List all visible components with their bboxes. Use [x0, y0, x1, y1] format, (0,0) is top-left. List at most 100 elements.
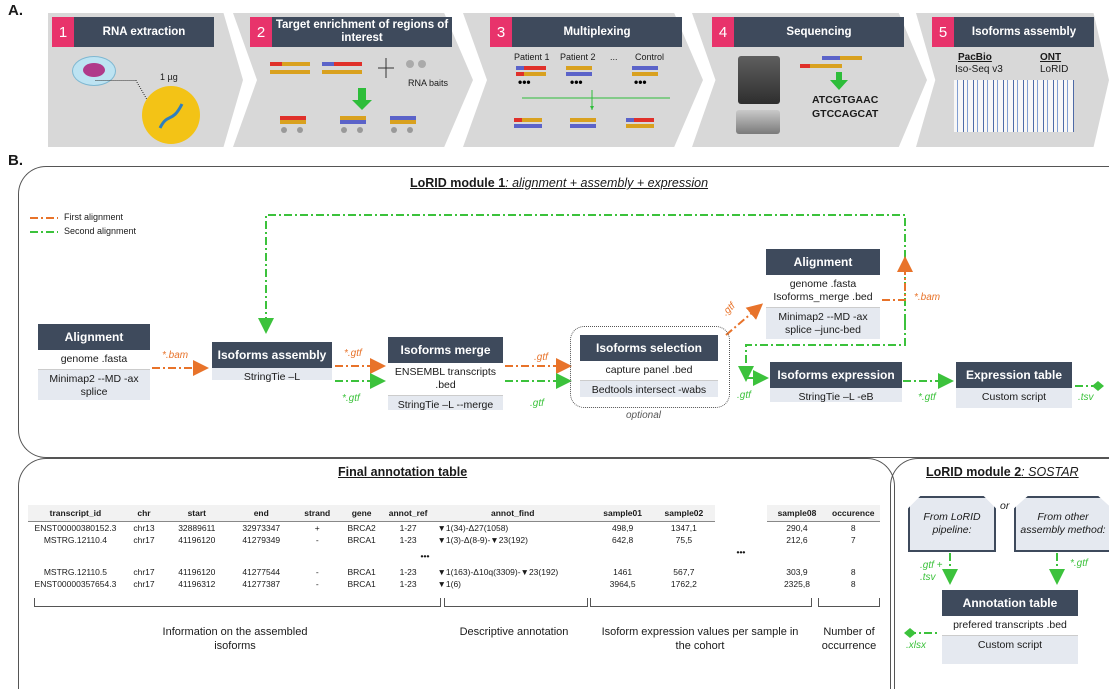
cell: -: [315, 567, 319, 577]
petri-dish-icon: [72, 56, 116, 86]
cell: 303,9: [786, 567, 808, 577]
cell: 1461: [613, 567, 633, 577]
row-ellipsis: •••: [420, 551, 430, 561]
module-1-panel: [18, 166, 1109, 458]
col-sample08: sample08: [767, 505, 827, 522]
col-ellipsis: •••: [736, 547, 746, 557]
col-chr: chr: [122, 505, 166, 522]
section-b-label: B.: [8, 152, 23, 169]
cell: 7: [850, 535, 856, 545]
col-sample02: sample02: [653, 505, 715, 522]
table-row: MSTRG.12110.5 chr17 41196120 41277544 - BRCA1…: [28, 566, 880, 578]
cell: 2325,8: [783, 579, 810, 589]
cell: 498,9: [611, 523, 634, 533]
label-tsv: .tsv: [1078, 392, 1094, 403]
cell: BRCA1: [347, 567, 376, 577]
brace-info: [34, 598, 441, 607]
cell: 41279349: [242, 535, 281, 545]
brace-expression: [590, 598, 812, 607]
expression-table-header: Expression table: [956, 362, 1072, 388]
label-gtf-green-2: .gtf: [530, 398, 544, 409]
col-annot-find: annot_find: [433, 505, 592, 522]
selection-optional-frame: [570, 326, 730, 408]
alignment-1-input: genome .fasta: [38, 350, 150, 370]
cell: 1-23: [399, 535, 417, 545]
isoforms-selection-header: Isoforms selection: [580, 335, 718, 361]
annotation-data-table: transcript_id chr start end strand gene …: [28, 505, 880, 590]
sequence-2: GTCCAGCAT: [812, 108, 879, 120]
module-2-panel: [890, 458, 1109, 689]
rna-tube-icon: [142, 86, 200, 144]
alignment-2-box: Alignment genome .fasta Isoforms_merge .…: [766, 249, 880, 339]
cell: 41196120: [178, 567, 216, 577]
rna-amount: 1 µg: [160, 72, 178, 82]
caption-info: Information on the assembled isoforms: [162, 626, 308, 652]
module-1-title: LoRID module 1: alignment + assembly + e…: [410, 176, 709, 190]
cell: ENST00000380152.3: [34, 523, 117, 533]
legend-second: Second alignment: [64, 226, 137, 236]
optional-label: optional: [626, 410, 662, 421]
cell: 1347,1: [670, 523, 697, 533]
cell: MSTRG.12110.5: [43, 567, 107, 577]
step-2-title: Target enrichment of regions of interest: [272, 17, 452, 47]
isoforms-merge-box: Isoforms merge ENSEMBL transcripts .bed …: [388, 337, 503, 411]
caption-annotation: Descriptive annotation: [459, 626, 569, 638]
col-gene: gene: [340, 505, 383, 522]
module-2-title: LoRID module 2: SOSTAR: [926, 465, 1079, 479]
label-gtf-orange-1: *.gtf: [344, 348, 362, 359]
patient-ellipsis: ...: [610, 52, 618, 62]
cell: 8: [850, 567, 856, 577]
pacbio-label: PacBio: [958, 52, 992, 63]
isoforms-expression-box: Isoforms expression StringTie –L -eB: [770, 362, 902, 403]
cell: 567,7: [673, 567, 695, 577]
cell-gap: [715, 522, 768, 535]
col-annot-ref: annot_ref: [382, 505, 434, 522]
col-start: start: [165, 505, 229, 522]
isoforms-merge-input: ENSEMBL transcripts .bed: [388, 363, 503, 396]
step-5-title: Isoforms assembly: [954, 17, 1094, 47]
expression-table-box: Expression table Custom script: [956, 362, 1072, 408]
col-sample01: sample01: [591, 505, 654, 522]
section-a-label: A.: [8, 2, 23, 19]
cell: 41196312: [178, 579, 216, 589]
alignment-2-command: Minimap2 --MD -ax splice –junc-bed: [778, 311, 868, 336]
ont-sequencer-icon: [736, 110, 780, 134]
step-4-title: Sequencing: [734, 17, 904, 47]
cell-gap: [715, 534, 768, 546]
svg-text:•••: •••: [518, 75, 531, 89]
cell: 8: [850, 579, 856, 589]
pacbio-tool: Iso-Seq v3: [955, 64, 1003, 75]
col-transcript-id: transcript_id: [28, 505, 123, 522]
annotation-table-box: Annotation table prefered transcripts .b…: [942, 590, 1078, 664]
col-end: end: [228, 505, 294, 522]
cell: chr17: [133, 567, 155, 577]
step-3-title: Multiplexing: [512, 17, 682, 47]
isoforms-assembly-command: StringTie –L: [243, 371, 301, 383]
cell: MSTRG.12110.4: [43, 535, 107, 545]
isoforms-selection-command: Bedtools intersect -wabs: [591, 384, 707, 396]
cell: 1-23: [399, 579, 417, 589]
label-gtf-green-3: .gtf: [737, 390, 751, 401]
annotation-table: transcript_id chr start end strand gene …: [28, 505, 880, 590]
cell: 41277387: [242, 579, 281, 589]
module-2-lbl-2: *.gtf: [1070, 558, 1088, 569]
annotation-table-input: prefered transcripts .bed: [942, 616, 1078, 636]
isoforms-merge-command: StringTie –L --merge: [397, 399, 494, 411]
col-gap: [714, 505, 768, 522]
isoforms-selection-box: Isoforms selection capture panel .bed Be…: [580, 335, 718, 397]
cell: -: [315, 579, 319, 589]
cell: 75,5: [675, 535, 693, 545]
cell: 1-23: [399, 567, 417, 577]
label-bam-1: *.bam: [162, 350, 189, 361]
isoforms-selection-input: capture panel .bed: [580, 361, 718, 381]
brace-occurrence: [818, 598, 880, 607]
pacbio-sequencer-icon: [738, 56, 780, 104]
cell: 41277544: [242, 567, 281, 577]
cell: 3964,5: [609, 579, 636, 589]
patient-1-label: Patient 1: [514, 52, 550, 62]
alignment-2-header: Alignment: [766, 249, 880, 275]
cell: 1762,2: [670, 579, 697, 589]
